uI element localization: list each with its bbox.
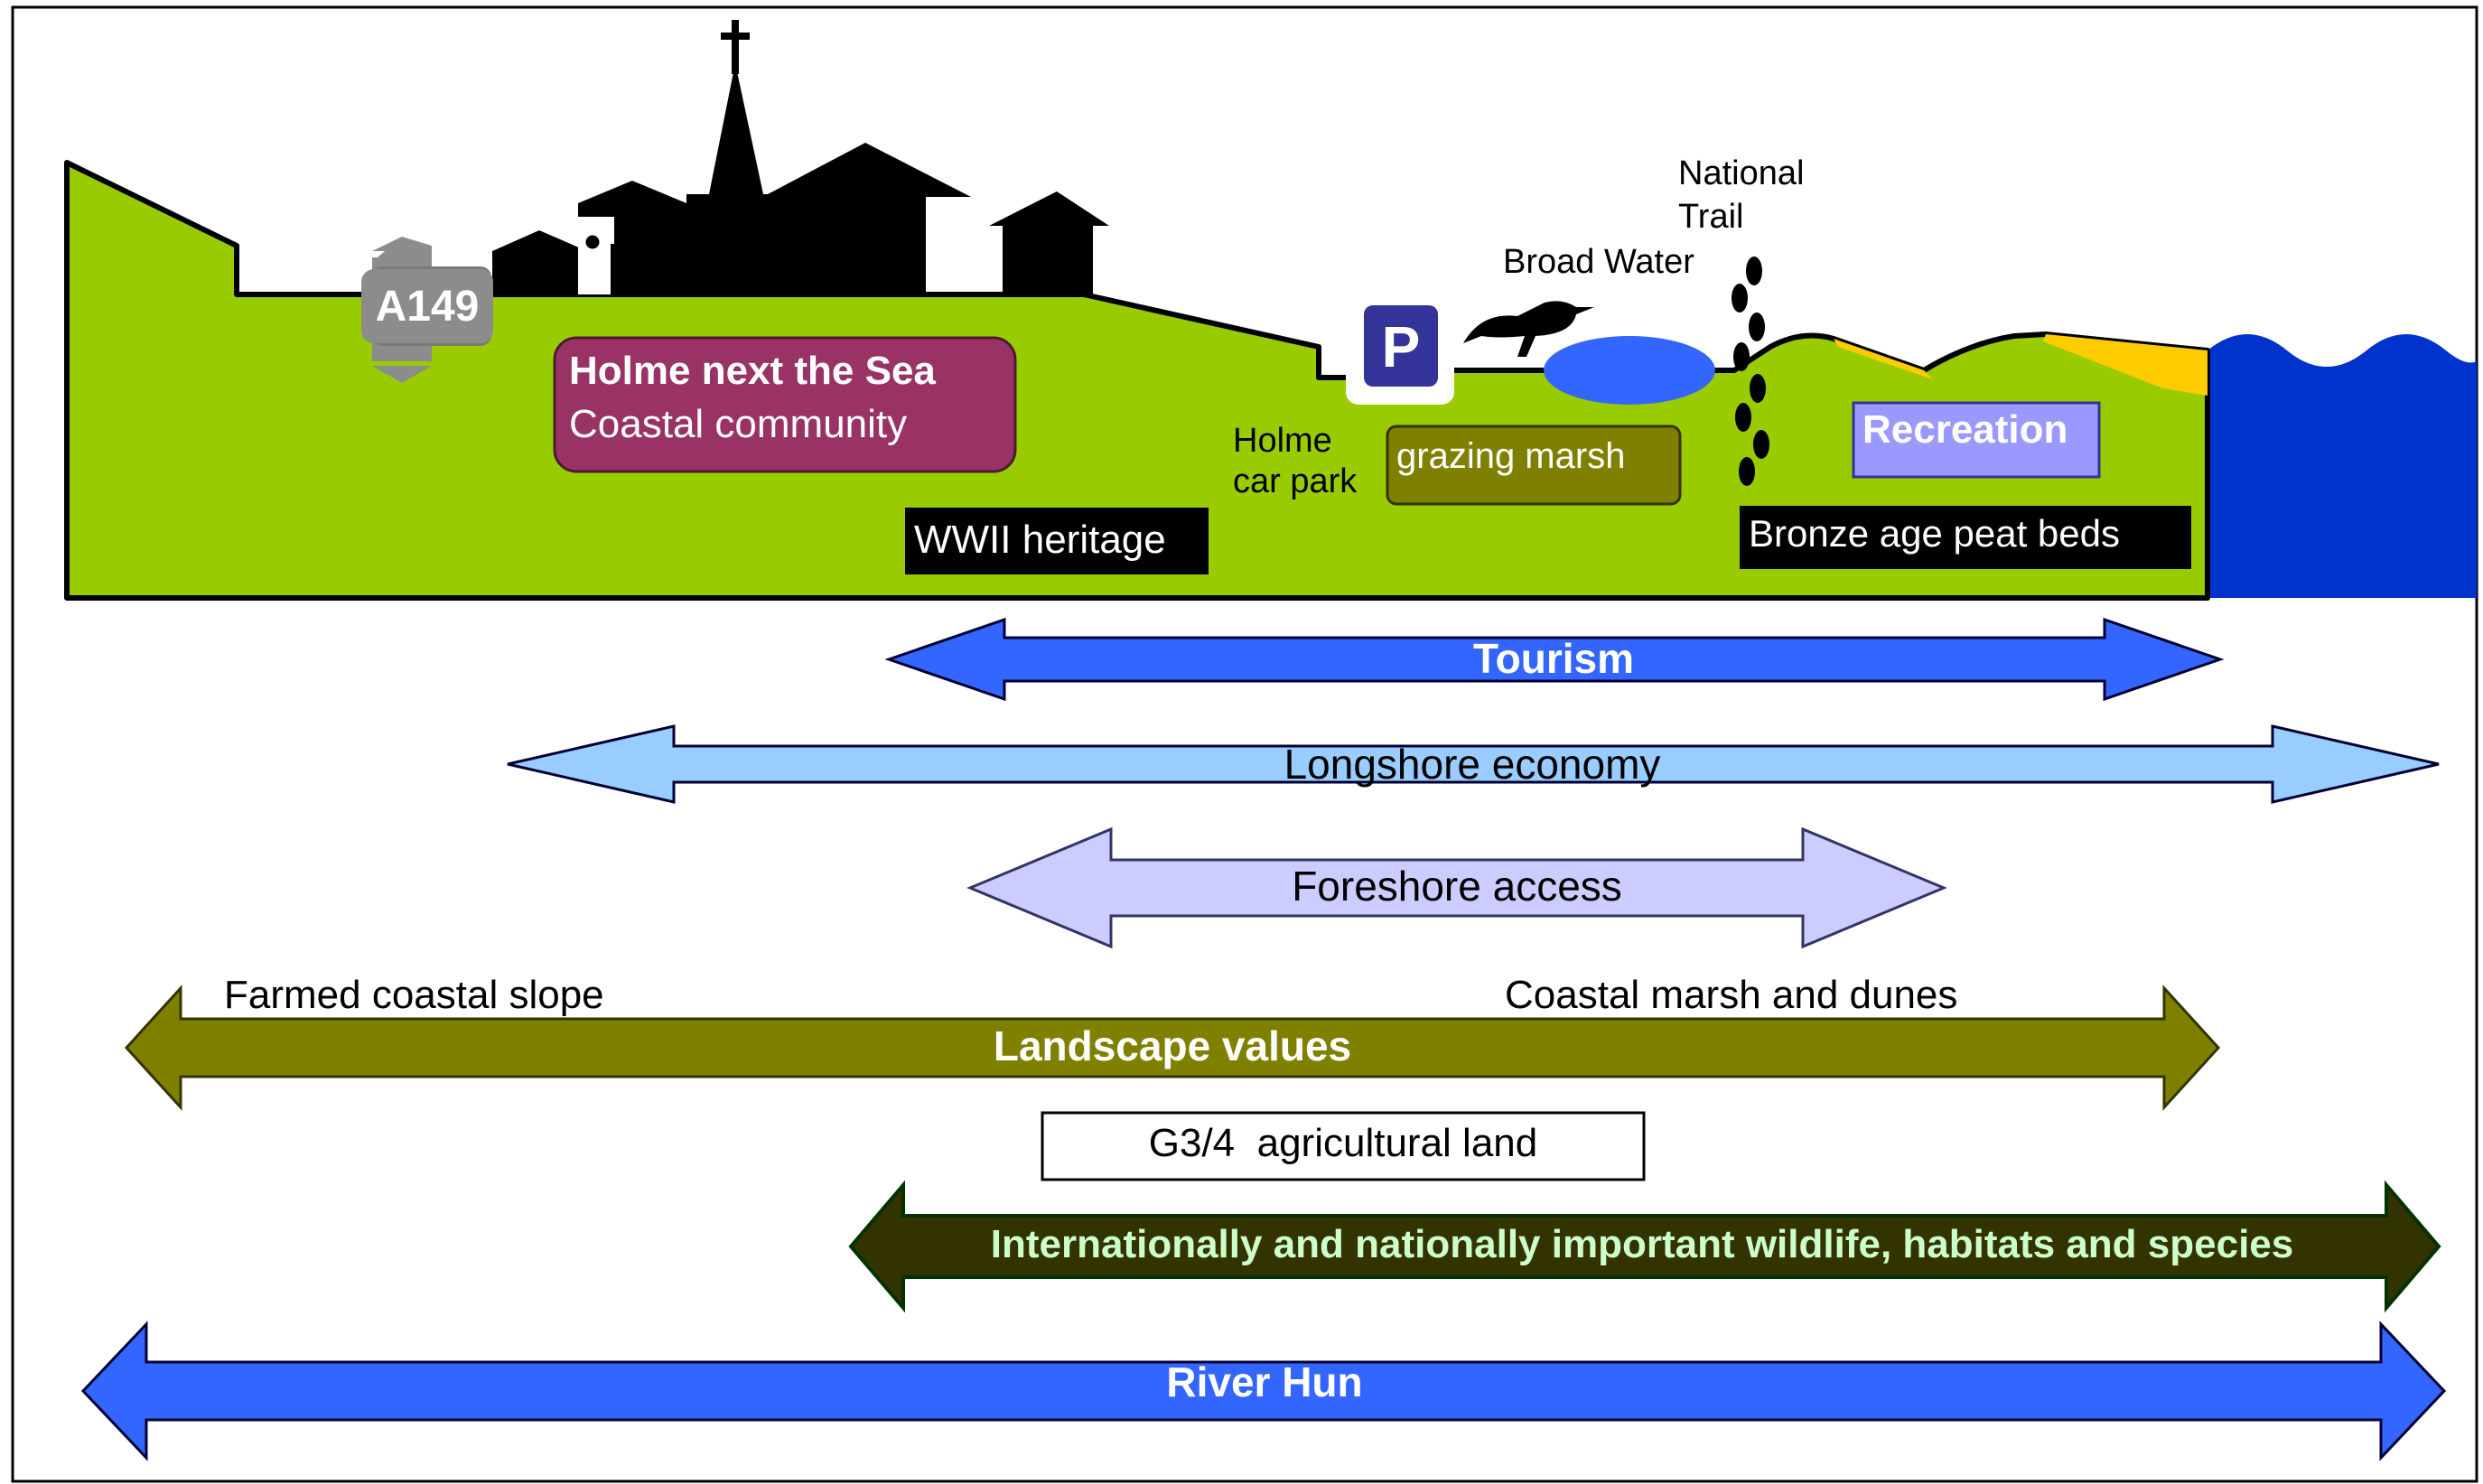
broad-water-label: Broad Water — [1503, 243, 1694, 281]
sand-dune-1 — [1834, 339, 1933, 379]
wildlife-arrow — [848, 1180, 2441, 1313]
bronze-age-box — [1740, 506, 2191, 569]
sea — [2208, 334, 2477, 598]
wwii-box — [905, 508, 1209, 574]
recreation-label: Recreation — [1862, 407, 2068, 452]
road-sign-icon: A149 — [361, 237, 493, 383]
grazing-marsh-box — [1386, 425, 1682, 506]
agricultural-box — [1041, 1111, 1646, 1181]
broad-water-pool — [1544, 336, 1715, 405]
tourism-label: Tourism — [1473, 635, 1634, 682]
car-park-label-1: Holme — [1233, 422, 1332, 460]
wwii-label: WWII heritage — [914, 518, 1166, 562]
community-subtitle: Coastal community — [569, 402, 907, 446]
tourism-arrow — [884, 617, 2225, 702]
river-hun-arrow — [80, 1321, 2447, 1461]
grazing-marsh-label: grazing marsh — [1396, 436, 1625, 476]
foreshore-label: Foreshore access — [1292, 863, 1622, 910]
recreation-box — [1852, 401, 2101, 479]
farmed-slope-label: Farmed coastal slope — [224, 973, 604, 1017]
landscape-section: A149 Holme next the Sea Coastal communit… — [64, 20, 2477, 601]
wildlife-label: Internationally and nationally important… — [991, 1222, 2293, 1266]
agricultural-label: G3/4 agricultural land — [1149, 1121, 1537, 1165]
parking-letter: P — [1382, 314, 1421, 379]
parking-icon: P — [1346, 298, 1454, 405]
longshore-arrow — [507, 724, 2440, 804]
river-hun-label: River Hun — [1166, 1358, 1362, 1405]
community-box — [553, 336, 1017, 473]
community-title: Holme next the Sea — [569, 349, 936, 393]
longshore-label: Longshore economy — [1284, 741, 1661, 788]
landscape-values-label: Landscape values — [994, 1022, 1351, 1069]
national-trail-label-1: National — [1678, 154, 1804, 192]
bird-icon — [1463, 301, 1594, 357]
national-trail-label-2: Trail — [1678, 198, 1743, 236]
bronze-age-label: Bronze age peat beds — [1749, 512, 2120, 555]
sand-dune-2 — [2043, 334, 2208, 396]
road-sign-label: A149 — [376, 283, 480, 331]
landscape-values-arrow — [124, 985, 2221, 1111]
foreshore-arrow — [966, 826, 1947, 949]
church-icon — [709, 20, 763, 194]
coastal-marsh-label: Coastal marsh and dunes — [1505, 973, 1957, 1017]
houses-icon — [492, 143, 1109, 294]
footprints-icon — [1732, 257, 1769, 486]
car-park-label-2: car park — [1233, 462, 1358, 500]
